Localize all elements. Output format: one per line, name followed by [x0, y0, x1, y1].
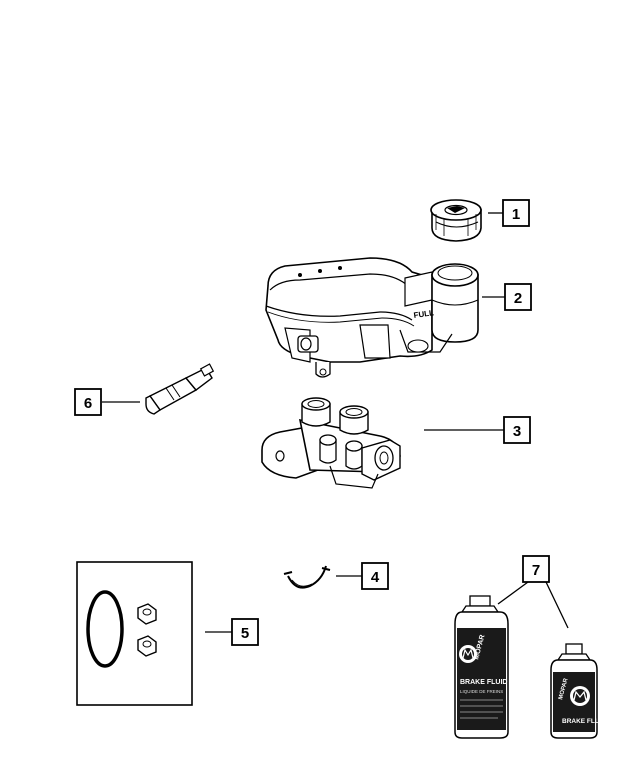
callout-2[interactable]: 2 — [504, 283, 532, 311]
part-level-sensor[interactable] — [145, 363, 215, 415]
callout-label-7: 7 — [532, 562, 540, 579]
callout-label-2: 2 — [514, 290, 522, 307]
bottle-large-subtitle: LIQUIDE DE FREINS — [460, 689, 503, 694]
part-master-cylinder[interactable] — [261, 397, 401, 489]
callout-1[interactable]: 1 — [502, 199, 530, 227]
part-brake-fluid-bottles[interactable]: MOPAR BRAKE FLUID LIQUIDE DE FREINS MOPA… — [454, 595, 606, 739]
part-seal-kit[interactable] — [76, 561, 193, 706]
leader-line-7b — [545, 581, 569, 629]
callout-6[interactable]: 6 — [74, 388, 102, 416]
callout-label-3: 3 — [513, 423, 521, 440]
callout-label-4: 4 — [371, 569, 380, 586]
callout-5[interactable]: 5 — [231, 618, 259, 646]
brake-fluid-bottle-large[interactable]: MOPAR BRAKE FLUID LIQUIDE DE FREINS — [454, 595, 509, 739]
bottle-small-brand: MOPAR — [558, 677, 570, 700]
leader-lines — [102, 212, 569, 633]
callout-4[interactable]: 4 — [361, 562, 389, 590]
callout-7[interactable]: 7 — [522, 555, 550, 583]
reservoir-full-marking: FULL — [413, 308, 435, 320]
callout-label-5: 5 — [241, 625, 249, 642]
leader-line-7a — [497, 581, 529, 605]
bottle-small-product: BRAKE FLUID — [562, 718, 606, 725]
callout-label-1: 1 — [512, 206, 520, 223]
brake-fluid-bottle-small[interactable]: MOPAR BRAKE FLUID — [550, 643, 606, 739]
part-reservoir-cap[interactable] — [430, 199, 482, 242]
part-reservoir[interactable]: FULL — [265, 257, 479, 378]
callout-label-6: 6 — [84, 395, 92, 412]
callout-3[interactable]: 3 — [503, 416, 531, 444]
bottle-large-product: BRAKE FLUID — [460, 679, 507, 686]
part-retaining-clip[interactable] — [283, 565, 331, 589]
